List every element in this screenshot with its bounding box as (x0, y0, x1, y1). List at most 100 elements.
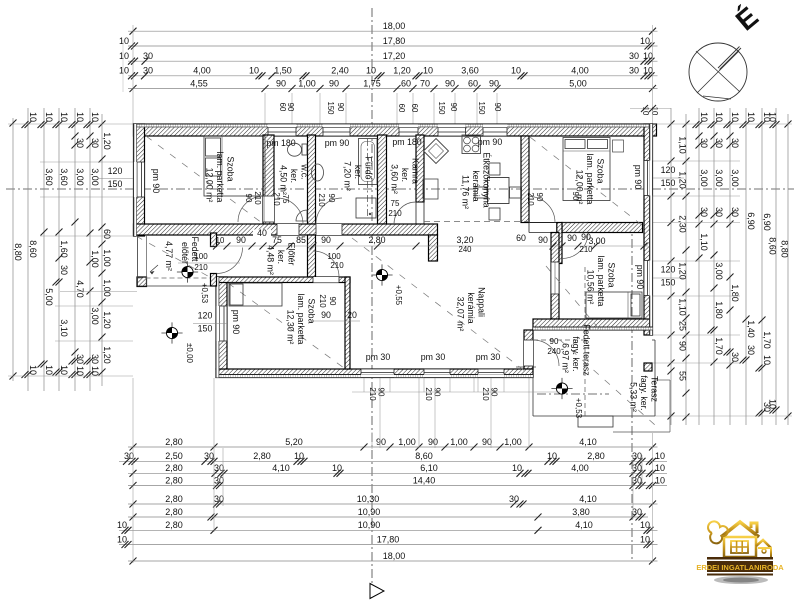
svg-text:240: 240 (458, 245, 472, 254)
svg-text:210: 210 (253, 191, 262, 205)
svg-text:90: 90 (445, 78, 455, 88)
svg-text:2,80: 2,80 (165, 494, 183, 504)
svg-text:30: 30 (632, 451, 642, 461)
svg-text:30: 30 (746, 345, 756, 355)
svg-text:90: 90 (328, 297, 337, 306)
svg-text:150: 150 (108, 179, 123, 189)
svg-text:1,20: 1,20 (102, 311, 112, 329)
svg-text:pm 90: pm 90 (231, 310, 241, 335)
svg-text:30: 30 (730, 207, 740, 217)
svg-text:1,00: 1,00 (504, 437, 522, 447)
svg-text:4,00: 4,00 (571, 463, 589, 473)
svg-text:10: 10 (28, 112, 38, 122)
svg-text:10: 10 (249, 66, 259, 76)
svg-text:w.c.: w.c. (300, 163, 310, 179)
svg-text:2,80: 2,80 (165, 507, 183, 517)
svg-text:10: 10 (366, 66, 376, 76)
svg-text:pm 180: pm 180 (392, 137, 421, 147)
svg-text:30: 30 (730, 138, 740, 148)
svg-text:ERDEI INGATLANIRODA: ERDEI INGATLANIRODA (696, 563, 784, 572)
svg-text:3,00: 3,00 (90, 168, 100, 186)
svg-text:pm 30: pm 30 (366, 352, 391, 362)
svg-text:±0,00: ±0,00 (185, 343, 194, 364)
svg-text:4,10: 4,10 (579, 437, 597, 447)
svg-text:10: 10 (714, 112, 724, 122)
svg-text:10: 10 (655, 463, 665, 473)
svg-text:3,10: 3,10 (59, 319, 69, 337)
svg-text:ker.: ker. (276, 250, 286, 264)
svg-text:100: 100 (194, 252, 208, 261)
svg-text:10: 10 (332, 463, 342, 473)
svg-text:3,00: 3,00 (75, 168, 85, 186)
svg-text:10: 10 (655, 475, 665, 485)
svg-text:10: 10 (423, 66, 433, 76)
svg-text:20: 20 (347, 310, 357, 320)
svg-text:90: 90 (286, 103, 295, 112)
svg-text:25: 25 (678, 321, 688, 331)
svg-text:pm 90: pm 90 (151, 169, 161, 194)
svg-text:18,00: 18,00 (383, 21, 406, 31)
svg-text:240: 240 (547, 347, 561, 356)
svg-text:pm 90: pm 90 (325, 138, 350, 148)
svg-text:lam. parketta: lam. parketta (585, 154, 595, 205)
svg-text:10: 10 (119, 36, 129, 46)
svg-text:210: 210 (579, 245, 593, 254)
svg-text:10: 10 (768, 112, 778, 122)
svg-text:10,56 m²: 10,56 m² (586, 270, 596, 305)
svg-text:5,00: 5,00 (569, 78, 587, 88)
svg-text:8,80: 8,80 (780, 240, 790, 258)
svg-text:3,60: 3,60 (44, 168, 54, 186)
svg-text:ker.: ker. (400, 168, 410, 182)
svg-text:60: 60 (410, 104, 419, 113)
svg-text:10,90: 10,90 (358, 520, 381, 530)
svg-text:pm 180: pm 180 (266, 138, 295, 148)
svg-text:10: 10 (640, 520, 650, 530)
svg-text:1,40: 1,40 (746, 320, 756, 338)
svg-text:60: 60 (468, 78, 478, 88)
svg-text:2,40: 2,40 (331, 66, 349, 76)
svg-text:14,40: 14,40 (413, 475, 436, 485)
svg-text:90: 90 (329, 78, 339, 88)
svg-text:10: 10 (119, 66, 129, 76)
svg-text:10: 10 (117, 534, 127, 544)
svg-text:90: 90 (571, 192, 580, 201)
svg-text:Nappali: Nappali (477, 287, 487, 317)
svg-text:2,80: 2,80 (165, 520, 183, 530)
svg-text:Szoba: Szoba (607, 263, 617, 288)
svg-text:60: 60 (102, 229, 112, 239)
svg-text:pm 90: pm 90 (478, 137, 503, 147)
svg-text:30: 30 (90, 354, 100, 364)
svg-text:30: 30 (629, 51, 639, 61)
svg-text:90: 90 (236, 235, 246, 245)
svg-text:10: 10 (59, 112, 69, 122)
svg-text:3,00: 3,00 (714, 262, 724, 280)
svg-text:Fürdő: Fürdő (364, 157, 374, 180)
svg-text:Fedett: Fedett (190, 237, 200, 262)
svg-text:75: 75 (391, 199, 400, 208)
svg-text:4,10: 4,10 (272, 463, 290, 473)
svg-text:4,55: 4,55 (190, 78, 208, 88)
svg-text:30: 30 (509, 494, 519, 504)
svg-text:4,10: 4,10 (575, 520, 593, 530)
svg-text:1,00: 1,00 (102, 249, 112, 267)
svg-text:60: 60 (397, 104, 406, 113)
svg-text:2,50: 2,50 (165, 451, 183, 461)
svg-text:10: 10 (28, 365, 38, 375)
svg-text:4,48 m²: 4,48 m² (266, 245, 276, 275)
svg-text:10: 10 (643, 51, 653, 61)
svg-text:10: 10 (650, 107, 659, 116)
svg-text:210: 210 (194, 263, 208, 272)
svg-text:10: 10 (762, 355, 772, 365)
svg-text:210: 210 (318, 294, 327, 308)
svg-text:3,80: 3,80 (572, 507, 590, 517)
svg-text:2,80: 2,80 (165, 437, 183, 447)
svg-text:60: 60 (401, 78, 411, 88)
svg-text:ker.: ker. (289, 169, 299, 183)
svg-text:120: 120 (661, 265, 676, 275)
svg-text:1,00: 1,00 (102, 279, 112, 297)
svg-text:90: 90 (321, 310, 331, 320)
svg-text:1,50: 1,50 (274, 66, 292, 76)
svg-text:8,80: 8,80 (13, 243, 23, 261)
svg-text:1,10: 1,10 (678, 136, 688, 154)
svg-text:fagy. ker.: fagy. ker. (571, 336, 581, 371)
